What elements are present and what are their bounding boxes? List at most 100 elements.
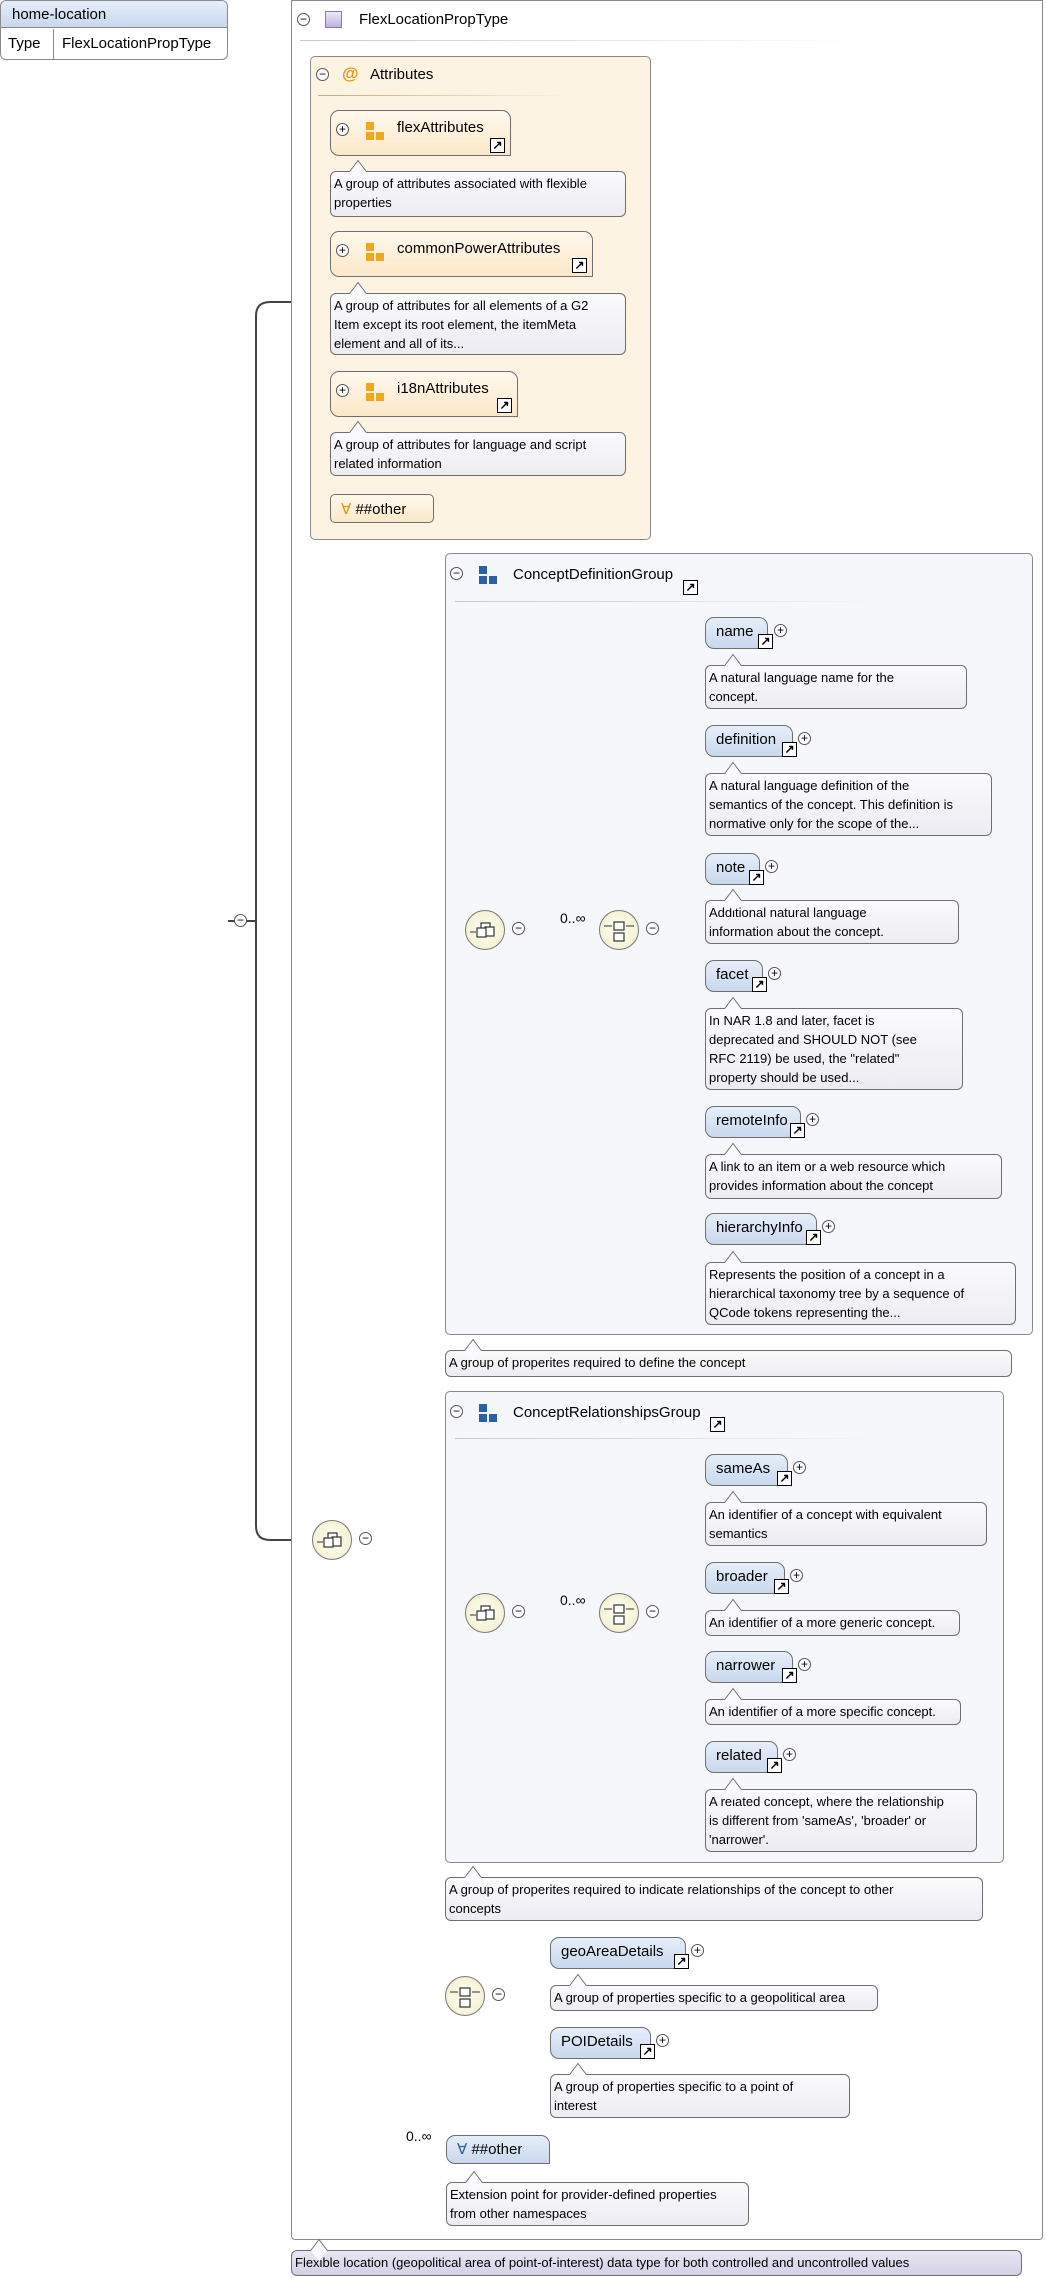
link-concept-relationships-icon[interactable]: ↗: [710, 1417, 725, 1432]
doc-line: A natural language name for the: [709, 670, 895, 685]
expand-related-button[interactable]: +: [783, 1748, 796, 1761]
link-concept-definition-icon[interactable]: ↗: [683, 580, 698, 595]
expand-remoteinfo-button[interactable]: +: [806, 1113, 819, 1126]
expand-name-button[interactable]: +: [774, 624, 787, 637]
element-sameas[interactable]: sameAs: [705, 1454, 788, 1486]
link-i18nattributes-icon[interactable]: ↗: [497, 398, 512, 413]
element-label: broader: [716, 1568, 768, 1585]
complex-type-annotation: Flexible location (geopolitical area of …: [291, 2250, 1022, 2276]
doc-line: concepts: [449, 1901, 502, 1916]
complex-type-icon: [325, 11, 342, 28]
element-label: hierarchyInfo: [716, 1219, 803, 1236]
element-label: facet: [716, 966, 749, 983]
concept-relationships-collapse-button[interactable]: −: [450, 1405, 463, 1418]
element-hierarchyinfo[interactable]: hierarchyInfo: [705, 1213, 817, 1245]
doc-line: QCode tokens representing the...: [709, 1305, 901, 1320]
link-related-icon[interactable]: ↗: [767, 1758, 782, 1773]
complex-type-collapse-button[interactable]: −: [297, 13, 310, 26]
element-label: sameAs: [716, 1460, 771, 1477]
expand-sameas-button[interactable]: +: [793, 1461, 806, 1474]
concept-definition-occurrence: 0..∞: [560, 910, 586, 926]
doc-line: 'narrower'.: [709, 1832, 769, 1847]
element-facet[interactable]: facet: [705, 960, 763, 992]
link-remoteinfo-icon[interactable]: ↗: [790, 1123, 805, 1138]
concept-definition-choice-compositor: [465, 910, 505, 950]
expand-hierarchyinfo-button[interactable]: +: [822, 1220, 835, 1233]
complex-type-header-rule: [300, 40, 860, 41]
expand-broader-button[interactable]: +: [790, 1569, 803, 1582]
element-label: related: [716, 1747, 762, 1764]
element-related[interactable]: related: [705, 1741, 778, 1773]
doc-line: information about the concept.: [709, 924, 884, 939]
root-collapse-button[interactable]: −: [234, 914, 247, 927]
doc-line: A group of properites required to define…: [449, 1355, 746, 1370]
expand-facet-button[interactable]: +: [768, 967, 781, 980]
attributes-collapse-button[interactable]: −: [316, 68, 329, 81]
expand-i18nattributes-button[interactable]: +: [336, 384, 349, 397]
element-label: POIDetails: [561, 2033, 633, 2050]
link-facet-icon[interactable]: ↗: [752, 977, 767, 992]
doc-line: interest: [554, 2098, 597, 2113]
element-broader[interactable]: broader: [705, 1562, 785, 1594]
element-name[interactable]: name: [705, 617, 768, 649]
element-poidetails[interactable]: POIDetails: [550, 2027, 651, 2059]
main-sequence-collapse-button[interactable]: −: [359, 1532, 372, 1545]
attribute-group-name: flexAttributes: [397, 119, 484, 136]
doc-line: element and all of its...: [334, 336, 465, 351]
attribute-group-flexattributes[interactable]: flexAttributes: [330, 110, 511, 156]
expand-commonpowerattributes-button[interactable]: +: [336, 244, 349, 257]
details-choice-collapse-button[interactable]: −: [492, 1988, 505, 2001]
doc-concept-relationships-group: A group of properites required to indica…: [445, 1877, 983, 1921]
attribute-group-icon: [366, 383, 386, 403]
main-sequence-compositor: [312, 1520, 352, 1560]
expand-note-button[interactable]: +: [765, 860, 778, 873]
doc-related: A related concept, where the relationshi…: [705, 1789, 977, 1852]
link-definition-icon[interactable]: ↗: [782, 742, 797, 757]
link-name-icon[interactable]: ↗: [758, 634, 773, 649]
root-element[interactable]: home-location Type FlexLocationPropType: [0, 0, 228, 60]
concept-definition-sequence-collapse-button[interactable]: −: [646, 922, 659, 935]
group-icon: [479, 566, 499, 586]
doc-flexattributes: A group of attributes associated with fl…: [330, 171, 626, 217]
element-remoteinfo[interactable]: remoteInfo: [705, 1106, 801, 1138]
element-definition[interactable]: definition: [705, 725, 793, 757]
concept-definition-collapse-button[interactable]: −: [450, 567, 463, 580]
doc-line: normative only for the scope of the...: [709, 816, 920, 831]
doc-line: Represents the position of a concept in …: [709, 1267, 945, 1282]
any-element[interactable]: ∀ ##other: [446, 2135, 550, 2164]
concept-relationships-sequence-collapse-button[interactable]: −: [646, 1605, 659, 1618]
element-label: note: [716, 859, 746, 876]
sequence-icon: [470, 1605, 495, 1621]
concept-relationships-choice-collapse-button[interactable]: −: [512, 1605, 525, 1618]
concept-definition-choice-collapse-button[interactable]: −: [512, 922, 525, 935]
doc-name: A natural language name for the concept.: [705, 665, 967, 709]
any-attribute[interactable]: ∀ ##other: [330, 494, 434, 523]
expand-narrower-button[interactable]: +: [798, 1658, 811, 1671]
element-narrower[interactable]: narrower: [705, 1651, 793, 1683]
attribute-group-i18nattributes[interactable]: i18nAttributes: [330, 371, 518, 417]
link-note-icon[interactable]: ↗: [749, 870, 764, 885]
link-poidetails-icon[interactable]: ↗: [640, 2044, 655, 2059]
element-label: definition: [716, 731, 777, 748]
expand-geoareadetails-button[interactable]: +: [691, 1944, 704, 1957]
doc-note: Additional natural language information …: [705, 900, 959, 944]
link-flexattributes-icon[interactable]: ↗: [490, 138, 505, 153]
expand-definition-button[interactable]: +: [798, 732, 811, 745]
link-commonpowerattributes-icon[interactable]: ↗: [572, 258, 587, 273]
link-hierarchyinfo-icon[interactable]: ↗: [806, 1230, 821, 1245]
link-broader-icon[interactable]: ↗: [774, 1579, 789, 1594]
concept-relationships-occurrence: 0..∞: [560, 1592, 586, 1608]
element-geoareadetails[interactable]: geoAreaDetails: [550, 1937, 686, 1969]
doc-line: semantics: [709, 1526, 768, 1541]
expand-flexattributes-button[interactable]: +: [336, 123, 349, 136]
doc-line: A group of properties specific to a geop…: [554, 1990, 846, 2005]
attribute-group-icon: [366, 122, 386, 142]
attribute-group-icon: [366, 243, 386, 263]
link-sameas-icon[interactable]: ↗: [777, 1471, 792, 1486]
expand-poidetails-button[interactable]: +: [656, 2034, 669, 2047]
doc-line: is different from 'sameAs', 'broader' or: [709, 1813, 927, 1828]
link-geoareadetails-icon[interactable]: ↗: [674, 1954, 689, 1969]
doc-commonpowerattributes: A group of attributes for all elements o…: [330, 293, 626, 355]
doc-line: Additional natural language: [709, 905, 867, 920]
link-narrower-icon[interactable]: ↗: [782, 1668, 797, 1683]
